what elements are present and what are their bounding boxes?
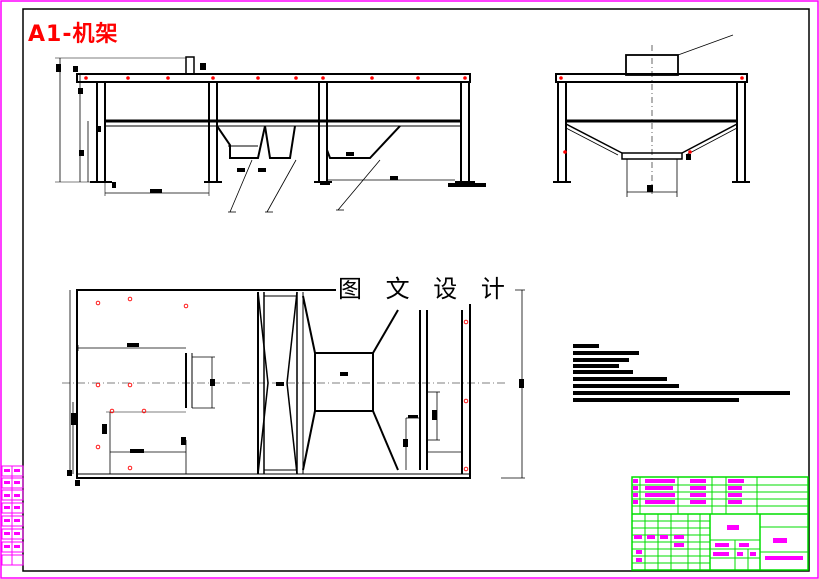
plan-view [62, 289, 525, 479]
front-view-bolt-holes [84, 76, 467, 80]
side-view-bolt-holes [559, 76, 744, 154]
technical-notes [573, 344, 790, 402]
plan-view-bolt-holes [95, 296, 469, 472]
side-view-dimension-text [647, 154, 691, 192]
side-view [553, 34, 750, 197]
binding-margin-marks [4, 469, 20, 548]
binding-margin-blocks [1, 465, 24, 566]
front-view-dimension-text [56, 63, 486, 193]
watermark-caption: 图 文 设 计 [336, 274, 515, 304]
title-block-entries [633, 479, 803, 562]
front-view [55, 56, 475, 213]
drawing-title: A1-机架 [28, 22, 119, 47]
title-block [631, 476, 809, 571]
drawing-frame [22, 8, 810, 572]
plan-view-dimension-text [67, 343, 524, 486]
